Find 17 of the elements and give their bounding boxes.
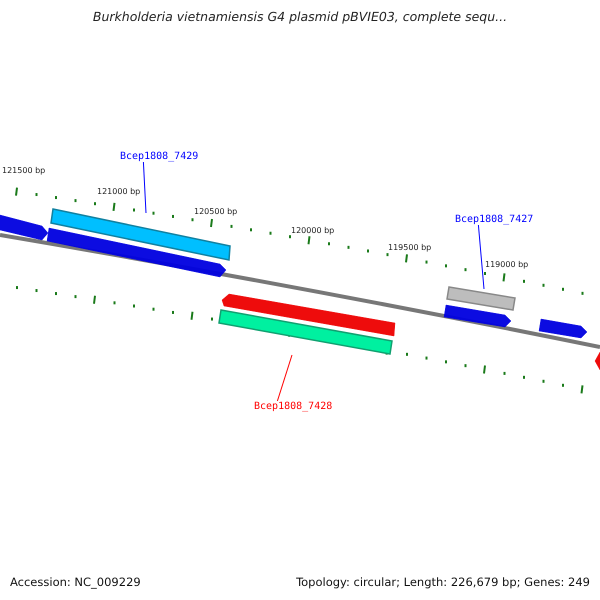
scale-label: 120000 bp (291, 226, 334, 235)
scale-label: 119000 bp (485, 260, 528, 269)
leader-line (142, 162, 146, 214)
footer-text: Topology: circular; Length: 226,679 bp; Genes: 249 (296, 575, 590, 589)
scale-label: 121000 bp (97, 187, 140, 196)
gene-bar (446, 286, 516, 311)
scale-label: 121500 bp (2, 166, 46, 175)
scale-label: 120500 bp (194, 207, 238, 216)
gene-label: Bcep1808_7427 (455, 214, 534, 225)
leader-line (276, 354, 292, 402)
title: Burkholderia vietnamiensis G4 plasmid pBVIE03, complete sequ... (92, 9, 508, 24)
leader-line (478, 224, 484, 290)
footer-text: Accession: NC_009229 (10, 575, 141, 589)
gene-label: Bcep1808_7429 (120, 151, 198, 162)
gene-label: Bcep1808_7428 (254, 401, 332, 412)
gene-bar (218, 309, 393, 355)
scale-label: 119500 bp (388, 243, 432, 252)
